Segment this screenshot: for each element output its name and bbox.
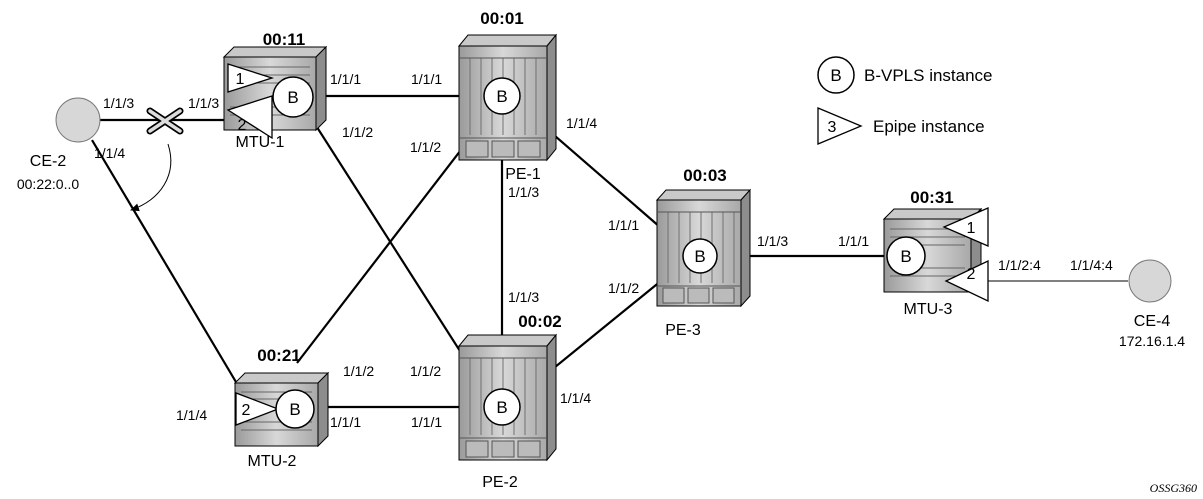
port-label: 1/1/3 [188,95,219,111]
bvpls-mtu1-icon [272,76,314,118]
port-labels: 1/1/3 1/1/3 1/1/4 1/1/4 1/1/1 1/1/1 1/1/… [94,71,1113,430]
bvpls-mtu3-icon [886,236,926,276]
port-label: 1/1/2:4 [998,257,1041,273]
ce2-name: CE-2 [30,153,67,170]
port-label: 1/1/1 [411,71,442,87]
bvpls-mtu1-label: B [287,88,298,107]
port-label: 1/1/1 [330,71,361,87]
mtu2-id: 00:21 [257,346,300,365]
port-label: 1/1/4 [560,390,591,406]
epipe-2-mtu2-label: 2 [242,402,251,419]
epipe-2-mtu3-label: 2 [967,266,976,283]
port-label: 1/1/2 [608,280,639,296]
ce2-address: 00:22:0..0 [17,176,79,192]
bvpls-pe3-label: B [694,247,705,266]
pe2-id: 00:02 [518,312,561,331]
port-label: 1/1/1 [411,414,442,430]
mtu1-name: MTU-1 [236,134,285,151]
epipe-2-mtu3-icon [944,259,989,303]
epipe-2-mtu2-icon [235,392,280,426]
port-label: 1/1/3 [757,233,788,249]
figure-reference: OSSG360 [1150,481,1197,495]
ce4-address: 172.16.1.4 [1119,333,1185,349]
port-label: 1/1/3 [508,289,539,305]
pe2-chassis [457,333,558,462]
legend-bvpls-label: B-VPLS instance [864,66,993,85]
bvpls-mtu2-icon [275,389,315,429]
bvpls-pe1-label: B [496,87,507,106]
legend-epipe-icon [817,107,863,145]
epipe-2-mtu1-label: 2 [238,117,247,134]
epipe-2-mtu1-icon [226,95,273,140]
pe1-name: PE-1 [505,166,541,183]
port-label: 1/1/3 [508,184,539,200]
ce2-icon [55,97,101,143]
bvpls-mtu2-label: B [289,400,300,419]
pe3-name: PE-3 [665,322,701,339]
bvpls-pe2-label: B [496,398,507,417]
legend-bvpls-icon [817,56,855,94]
port-label: 1/1/4 [94,145,125,161]
pe3-id: 00:03 [683,166,726,185]
port-label: 1/1/2 [410,139,441,155]
legend-epipe-number: 3 [828,119,837,136]
port-label: 1/1/1 [330,414,361,430]
pe2-name: PE-2 [482,474,518,491]
mtu3-id: 00:31 [910,188,953,207]
epipe-1-mtu3-icon [942,207,989,247]
mtu3-name: MTU-3 [904,301,953,318]
bvpls-pe3-icon [682,238,718,274]
ce4-icon [1128,259,1172,303]
bvpls-pe2-icon [483,388,521,426]
link-failure-marker [146,107,184,135]
port-label: 1/1/3 [103,95,134,111]
bvpls-mtu3-label: B [900,247,911,266]
port-label: 1/1/1 [838,233,869,249]
port-label: 1/1/2 [410,363,441,379]
pe1-id: 00:01 [480,9,523,28]
link-ce2-mtu2 [91,139,237,383]
port-label: 1/1/4 [176,407,207,423]
legend-epipe-label: Epipe instance [873,117,985,136]
ce4-name: CE-4 [1134,313,1171,330]
port-label: 1/1/4 [566,115,597,131]
port-label: 1/1/2 [343,363,374,379]
mtu1-id: 00:11 [263,30,306,49]
epipe-1-mtu1-label: 1 [236,71,245,88]
reroute-arrow [130,143,172,212]
epipe-1-mtu1-icon [227,63,275,93]
bvpls-pe1-icon [483,77,521,115]
mtu2-name: MTU-2 [248,453,297,470]
port-label: 1/1/4:4 [1070,257,1113,273]
port-label: 1/1/1 [608,217,639,233]
legend: B B-VPLS instance 3 Epipe instance [817,56,993,145]
port-label: 1/1/2 [342,124,373,140]
epipe-1-mtu3-label: 1 [967,220,976,237]
legend-bvpls-symbol: B [830,66,841,85]
